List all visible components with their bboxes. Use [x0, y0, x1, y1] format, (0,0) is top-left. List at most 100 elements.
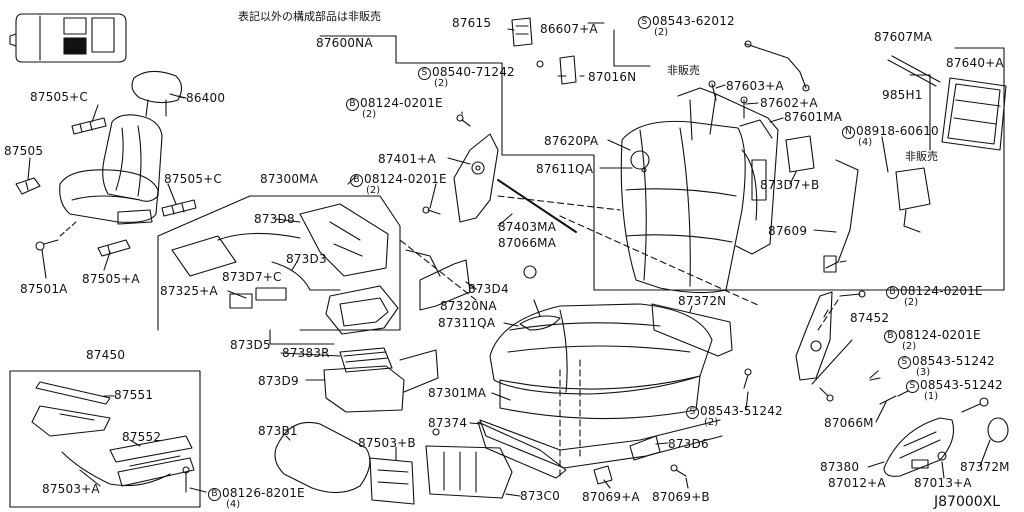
seat-cushion-drawing — [489, 265, 713, 420]
part-label: 873D7+C — [222, 270, 282, 284]
quantity-label: (2) — [654, 27, 669, 38]
part-label: 87607MA — [874, 30, 933, 44]
part-label: 873C0 — [520, 489, 560, 503]
part-label: 87452 — [850, 311, 890, 325]
vehicle-locator-icon — [9, 13, 127, 63]
part-label: 87012+A — [828, 476, 886, 490]
tray-873d9-drawing — [323, 349, 439, 413]
motor-873c0-drawing — [425, 445, 513, 499]
clip-87069b-drawing — [670, 464, 687, 477]
screw-87013a-drawing — [937, 451, 947, 461]
part-label: 87320NA — [440, 299, 497, 313]
part-label: 87066MA — [498, 236, 557, 250]
bolt-87501a-drawing — [35, 239, 59, 251]
cushion-frame — [157, 195, 401, 331]
part-label: 87380 — [820, 460, 860, 474]
diagram-code: J87000XL — [934, 494, 1001, 510]
alignment-lines — [399, 195, 839, 481]
airbag-985h1-drawing — [895, 167, 931, 233]
bolt-symbol-icon: B — [346, 98, 359, 111]
heater-87325a-drawing — [171, 232, 301, 277]
screw-symbol-icon: S — [686, 406, 699, 419]
strap-87607ma-drawing — [887, 55, 941, 87]
recliner-87452-drawing — [795, 290, 866, 402]
bracket-873d4-drawing — [419, 259, 471, 311]
sensor-873d5-drawing — [325, 285, 399, 335]
bolt-08126-drawing — [182, 466, 190, 493]
part-label: 87401+A — [378, 152, 436, 166]
seat-thumbnail-drawing — [59, 114, 163, 237]
part-label: 87311QA — [438, 316, 496, 330]
part-label: 87374 — [428, 416, 468, 430]
note-not-sold-top: 非販売 — [667, 64, 700, 77]
part-label: 873B1 — [258, 424, 298, 438]
part-label: 86607+A — [540, 22, 598, 36]
part-label: 87503+A — [42, 482, 100, 496]
side-trim-87372n-drawing — [651, 303, 733, 357]
note-not-sold-right: 非販売 — [905, 150, 938, 163]
bracket-87503b-drawing — [369, 457, 415, 505]
part-label: 87383R — [282, 346, 330, 360]
clip-87069a-drawing — [593, 465, 613, 485]
part-label: 87069+B — [652, 490, 710, 504]
clip-87505a-drawing — [97, 239, 131, 257]
clip-87505c-lower-drawing — [161, 199, 197, 217]
rod-87403ma-drawing — [497, 179, 577, 233]
rail-87551-drawing — [31, 381, 111, 437]
part-label: 87325+A — [160, 284, 218, 298]
part-label: 87602+A — [760, 96, 818, 110]
quantity-label: (4) — [858, 137, 873, 148]
cover-87380-drawing — [883, 417, 955, 477]
part-label: 87620PA — [544, 134, 599, 148]
quantity-label: (2) — [362, 109, 377, 120]
connector-873d7c-drawing — [229, 287, 287, 309]
part-label: 873D5 — [230, 338, 271, 352]
part-label: 87013+A — [914, 476, 972, 490]
part-label: 87505+A — [82, 272, 140, 286]
part-label: 87601MA — [784, 110, 843, 124]
rail-87552-drawing — [109, 435, 195, 487]
part-label: 87301MA — [428, 386, 487, 400]
part-label: 87640+A — [946, 56, 1004, 70]
strap-87066m-drawing — [869, 377, 897, 405]
part-label: 87551 — [114, 388, 154, 402]
part-label: 87403MA — [498, 220, 557, 234]
quantity-label: (4) — [226, 499, 241, 510]
note-not-sold-components: 表記以外の構成部品は非販売 — [238, 10, 381, 23]
part-label: 86400 — [186, 91, 226, 105]
nut-symbol-icon: N — [842, 126, 855, 139]
slide-rail-box — [9, 370, 201, 508]
part-label: 87505 — [4, 144, 44, 158]
part-label: 873D4 — [468, 282, 509, 296]
part-label: 87600NA — [316, 36, 373, 50]
part-label: 87300MA — [260, 172, 319, 186]
part-label: 87016N — [588, 70, 637, 84]
quantity-label: (1) — [924, 391, 939, 402]
bracket-873d6-drawing — [629, 435, 661, 461]
part-label: 87603+A — [726, 79, 784, 93]
part-label: 87609 — [768, 224, 808, 238]
part-label: 873D7+B — [760, 178, 820, 192]
bolt-87602a-drawing — [740, 96, 748, 119]
quantity-label: (2) — [366, 185, 381, 196]
bolt-symbol-icon: B — [886, 286, 899, 299]
quantity-label: (2) — [434, 78, 449, 89]
part-label: 87450 — [86, 348, 126, 362]
part-label: 87615 — [452, 16, 492, 30]
headrest-drawing — [131, 70, 187, 117]
seatback-frame-drawing — [677, 87, 779, 255]
part-label: 87505+C — [164, 172, 223, 186]
bolt-symbol-icon: B — [884, 330, 897, 343]
part-label: 87372M — [960, 460, 1010, 474]
unit-87383r-drawing — [339, 347, 393, 373]
